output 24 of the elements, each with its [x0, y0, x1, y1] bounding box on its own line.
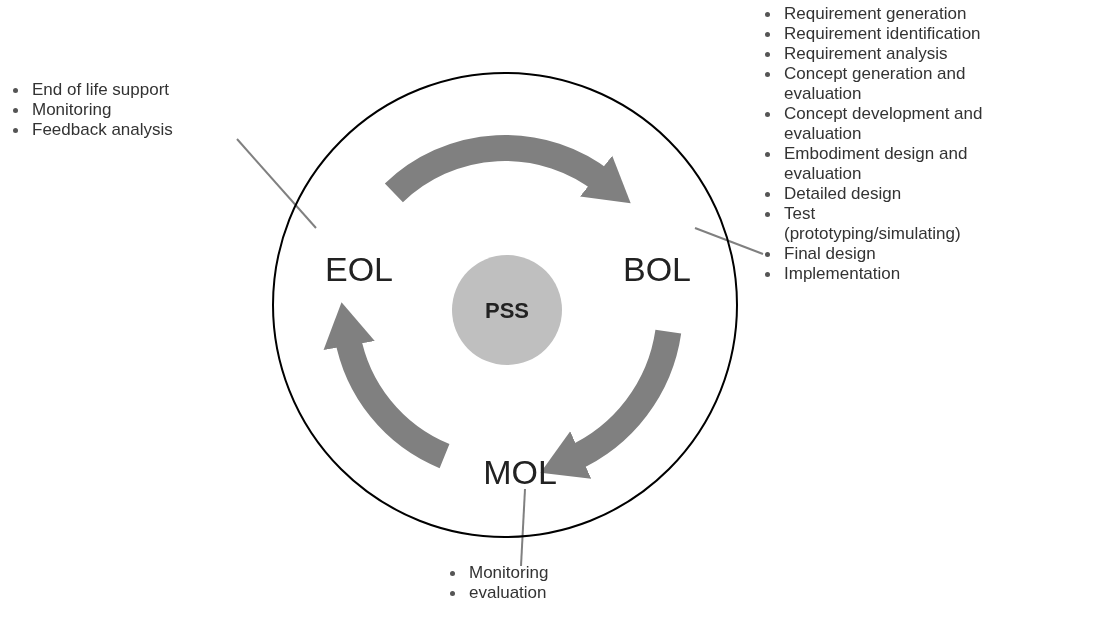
- list-item: Requirement generation: [784, 4, 967, 24]
- cycle-arrow: [541, 328, 682, 478]
- leader-line: [520, 488, 526, 567]
- phase-label: EOL: [318, 230, 400, 288]
- list-item: Requirement analysis: [784, 44, 948, 64]
- phase-label: MOL: [472, 439, 568, 491]
- list-item: Requirement identification: [784, 24, 981, 44]
- list-item: Feedback analysis: [32, 120, 173, 140]
- phase-label: BOL: [617, 230, 697, 288]
- list-item: Test (prototyping/simulating): [784, 204, 962, 244]
- list-item: Concept development and evaluation: [784, 104, 984, 144]
- leader-line: [236, 138, 317, 229]
- cycle-arrow: [385, 135, 632, 203]
- list-item: Detailed design: [784, 184, 902, 204]
- leader-line: [694, 227, 764, 255]
- list-item: Concept generation and evaluation: [784, 64, 967, 104]
- list-item: Embodiment design and evaluation: [784, 144, 969, 184]
- list-item: Final design: [784, 244, 876, 264]
- list-item: Implementation: [784, 264, 901, 284]
- list-item: Monitoring: [469, 563, 549, 583]
- list-item: End of life support: [32, 80, 170, 100]
- cycle-arrow: [324, 302, 451, 468]
- list-item: Monitoring: [32, 100, 112, 120]
- list-item: evaluation: [469, 583, 547, 603]
